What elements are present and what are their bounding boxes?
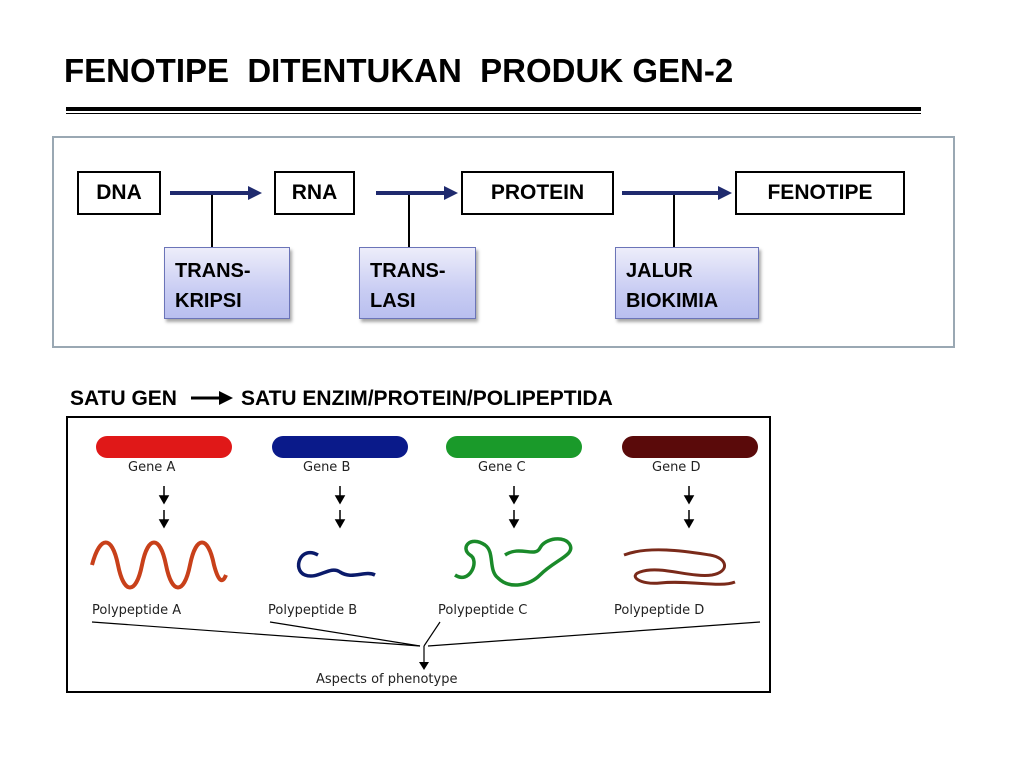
polypeptide-b-label: Polypeptide B [268,603,358,618]
process-line1: JALUR [626,260,693,282]
gene-b-label: Gene B [303,460,351,475]
process-line1: TRANS- [175,260,251,282]
phenotype-arrow [419,662,429,670]
gene-a-bar [96,436,232,458]
rule-right: SATU ENZIM/PROTEIN/POLIPEPTIDA [240,387,613,410]
gene-a-label: Gene A [128,460,176,475]
process-line2: BIOKIMIA [626,290,719,312]
page-title: FENOTIPE DITENTUKAN PRODUK GEN-2 [64,52,734,89]
gene-illustration-frame [66,416,771,693]
process-transkripsi: TRANS- KRIPSI [164,247,290,319]
down-arrows [158,486,695,529]
polypeptide-b-shape [296,551,376,578]
arrow-dna-rna [170,186,262,247]
polypeptide-c-label: Polypeptide C [438,603,528,618]
gene-c-bar [446,436,582,458]
right-arrow-icon [190,391,233,405]
gene-d-label: Gene D [652,460,701,475]
process-translasi: TRANS- LASI [359,247,476,319]
polypeptide-d-label: Polypeptide D [614,603,705,618]
polypeptide-a-shape [90,540,228,590]
rule-arrow [177,386,241,411]
process-line1: TRANS- [370,260,446,282]
node-protein: PROTEIN [461,171,614,215]
polypeptide-d-shape [623,548,736,586]
node-rna: RNA [274,171,355,215]
phenotype-label: Aspects of phenotype [316,672,458,687]
node-fenotipe: FENOTIPE [735,171,905,215]
title-underline [66,107,921,111]
gene-b-bar [272,436,408,458]
arrow-rna-protein [376,186,458,247]
process-line2: LASI [370,290,416,312]
node-dna: DNA [77,171,161,215]
process-jalur-biokimia: JALUR BIOKIMIA [615,247,759,319]
converging-lines [91,621,761,664]
arrow-protein-fenotipe [622,186,732,247]
one-gene-one-enzyme: SATU GEN SATU ENZIM/PROTEIN/POLIPEPTIDA [70,386,613,411]
rule-left: SATU GEN [70,387,177,410]
polypeptide-a-label: Polypeptide A [92,603,182,618]
process-line2: KRIPSI [175,290,242,312]
polypeptide-c-shape [454,537,573,587]
title-underline-thin [66,113,921,114]
gene-c-label: Gene C [478,460,526,475]
gene-d-bar [622,436,758,458]
